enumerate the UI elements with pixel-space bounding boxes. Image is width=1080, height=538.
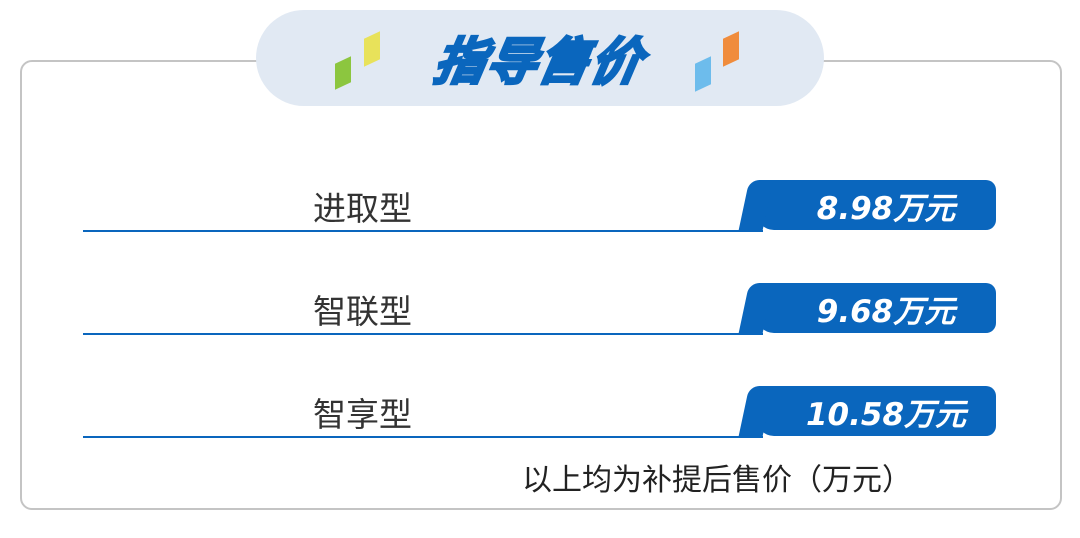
price-badge: 8.98万元 <box>756 180 996 230</box>
price-row: 智享型 10.58万元 <box>83 386 996 438</box>
price-badge: 9.68万元 <box>756 283 996 333</box>
price-row: 智联型 9.68万元 <box>83 283 996 335</box>
divider <box>83 333 763 335</box>
price-badge: 10.58万元 <box>756 386 996 436</box>
price-row: 进取型 8.98万元 <box>83 180 996 232</box>
trim-name: 智联型 <box>313 292 412 331</box>
price-value: 8.98万元 <box>816 190 956 227</box>
divider <box>83 436 763 438</box>
footnote: 以上均为补提后售价（万元） <box>522 463 912 498</box>
trim-name: 智享型 <box>313 395 412 434</box>
price-value: 10.58万元 <box>805 396 967 433</box>
price-value: 9.68万元 <box>816 293 956 330</box>
trim-name: 进取型 <box>313 189 412 228</box>
divider <box>83 230 763 232</box>
page-title: 指导售价 <box>429 32 650 93</box>
